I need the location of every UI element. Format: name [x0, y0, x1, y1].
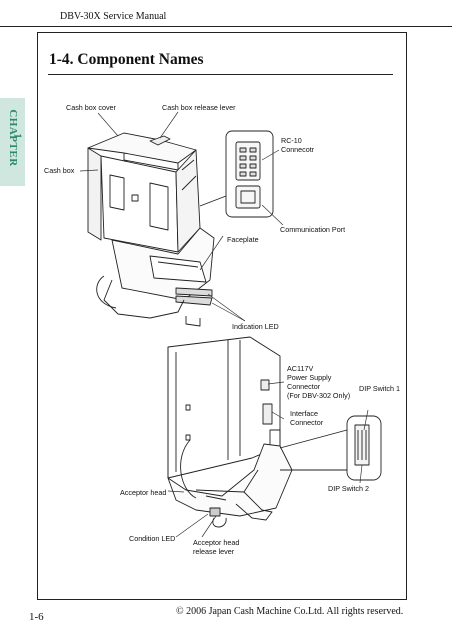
title-divider [48, 74, 393, 75]
copyright-notice: © 2006 Japan Cash Machine Co.Ltd. All ri… [176, 606, 404, 617]
content-frame [37, 32, 407, 600]
label-ac117v-line4: (For DBV-302 Only) [287, 391, 351, 400]
label-cash-box-release-lever: Cash box release lever [162, 103, 236, 112]
header-divider [0, 26, 452, 27]
label-dip-switch-1: DIP Switch 1 [359, 384, 401, 393]
page-number: 1-6 [29, 611, 44, 623]
label-acceptor-release-line2: release lever [193, 547, 235, 556]
label-ac117v-line2: Power Supply [287, 373, 332, 382]
label-interface-line2: Connector [290, 418, 324, 427]
lower-unit-illustration [167, 336, 293, 528]
chapter-tab [0, 98, 25, 186]
label-rc10-line1: RC-10 [281, 136, 302, 145]
label-dip-switch-2: DIP Switch 2 [328, 484, 370, 493]
label-interface-line1: Interface [290, 409, 318, 418]
rc10-callout [199, 130, 274, 218]
leader-lines [79, 111, 369, 538]
label-faceplate: Faceplate [227, 235, 259, 244]
label-condition-led: Condition LED [129, 534, 176, 543]
upper-unit-illustration [87, 132, 215, 327]
section-title: 1-4. Component Names [49, 51, 204, 68]
label-ac117v-line3: Connector [287, 382, 321, 391]
manual-title: DBV-30X Service Manual [60, 11, 167, 22]
dip-switch-callout [279, 415, 382, 481]
label-rc10-line2: Connecotr [281, 145, 315, 154]
label-indication-led: Indication LED [232, 322, 279, 331]
label-acceptor-head: Acceptor head [120, 488, 167, 497]
label-ac117v-line1: AC117V [287, 364, 314, 373]
label-cash-box-cover: Cash box cover [66, 103, 116, 112]
label-communication-port: Communication Port [280, 225, 346, 234]
label-cash-box: Cash box [44, 166, 75, 175]
label-acceptor-release-line1: Acceptor head [193, 538, 240, 547]
